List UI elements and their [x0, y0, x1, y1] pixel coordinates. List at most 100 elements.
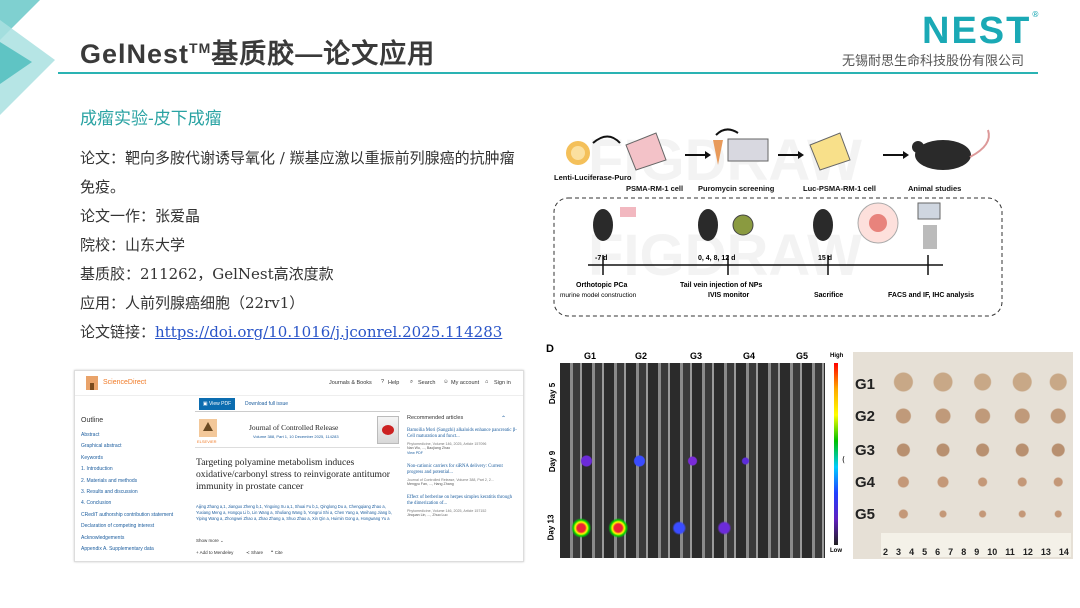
- sd-header-divider: [195, 447, 400, 448]
- nest-logo: NEST®: [922, 10, 1040, 52]
- sd-topbar: ScienceDirect Journals & Books ? Help ⌕ …: [75, 371, 523, 396]
- scheme-step2: PSMA-RM-1 cell: [626, 184, 683, 193]
- application: 应用：人前列腺癌细胞（22rv1）: [80, 294, 305, 312]
- mouse-icon: [912, 129, 990, 170]
- institution-icon: ⌂: [485, 379, 489, 385]
- group-label: G5: [855, 506, 876, 523]
- first-author: 论文一作：张爱晶: [80, 207, 201, 225]
- show-more-link[interactable]: Show more ⌄: [196, 538, 224, 543]
- scheme-label: IVIS monitor: [708, 292, 750, 299]
- sd-outline: Outline Abstract Graphical abstract Keyw…: [81, 417, 191, 557]
- plate-icon: [727, 138, 769, 162]
- paper-link[interactable]: https://doi.org/10.1016/j.jconrel.2025.1…: [155, 323, 503, 341]
- group-label: G2: [855, 408, 876, 425]
- outline-item[interactable]: Acknowledgements: [81, 534, 125, 541]
- paper-info: 论文：靶向多胺代谢诱导氧化 / 羰基应激以重振前列腺癌的抗肿瘤免疫。 论文一作：…: [80, 144, 520, 347]
- tumor-row: [889, 440, 1069, 460]
- sd-signin-link[interactable]: Sign in: [494, 380, 511, 386]
- mouse-icon: [698, 209, 718, 241]
- group-label: G1: [584, 351, 597, 361]
- outline-item[interactable]: 3. Results and discussion: [81, 488, 138, 495]
- sd-view-pdf-button[interactable]: ▣ View PDF: [199, 398, 235, 410]
- elsevier-logo-icon: [199, 419, 217, 437]
- group-label: G2: [635, 351, 648, 361]
- account-icon: ☺: [443, 379, 449, 385]
- paper-link-row: 论文链接：https://doi.org/10.1016/j.jconrel.2…: [80, 323, 503, 341]
- scheme-step1: Lenti-Luciferase-Puro: [554, 173, 632, 182]
- group-label: G4: [743, 351, 756, 361]
- time-label: 15 d: [818, 255, 832, 262]
- chevron-up-icon[interactable]: ⌃: [501, 416, 507, 422]
- instrument-icon: [917, 202, 941, 249]
- recommended-panel: Recommended articles ⌃ Bamoilia Mori (Sa…: [407, 415, 517, 517]
- outline-item[interactable]: Abstract: [81, 432, 100, 438]
- group-label: G1: [855, 376, 876, 393]
- sd-help-link[interactable]: Help: [388, 380, 400, 386]
- outline-item[interactable]: 2. Materials and methods: [81, 477, 138, 484]
- outline-item[interactable]: CRediT authorship contribution statement: [81, 511, 174, 518]
- flask-icon: [625, 132, 667, 171]
- ivis-signal: [560, 498, 825, 558]
- sciencedirect-screenshot: ScienceDirect Journals & Books ? Help ⌕ …: [74, 370, 524, 562]
- title-divider: [58, 72, 1038, 74]
- outline-item[interactable]: Appendix A. Supplementary data: [81, 545, 154, 552]
- outline-item[interactable]: 4. Conclusion: [81, 500, 112, 507]
- scale-high-label: High: [830, 353, 844, 359]
- journal-cover: [377, 416, 399, 444]
- cite-button[interactable]: ❞ Cite: [271, 550, 283, 555]
- recommended-item[interactable]: Effect of berberine on herpes simplex ke…: [407, 495, 513, 517]
- recommended-item[interactable]: Bamoilia Mori (Sangzhi) alkaloids enhanc…: [407, 428, 517, 455]
- company-name: 无锡耐思生命科技股份有限公司: [842, 54, 1025, 69]
- rec-view-pdf[interactable]: View PDF: [407, 451, 423, 455]
- tube-icon: [713, 140, 723, 165]
- publisher-name: ELSEVIER: [197, 439, 217, 444]
- sd-account-link[interactable]: My account: [451, 380, 480, 386]
- help-icon: ?: [381, 379, 385, 385]
- scale-char: (: [842, 455, 846, 464]
- tumor-row: [889, 504, 1069, 524]
- outline-item[interactable]: Declaration of competing interest: [81, 523, 155, 530]
- timeline-box: [553, 197, 1003, 317]
- add-mendeley-button[interactable]: + Add to Mendeley: [196, 550, 234, 555]
- section-title: 成瘤实验-皮下成瘤: [80, 109, 222, 129]
- recommended-item[interactable]: Non-cationic carriers for siRNA delivery…: [407, 464, 503, 486]
- journal-volume: Volume 388, Part 1, 10 December 2025, 11…: [253, 434, 339, 439]
- scheme-label: Orthotopic PCa: [576, 282, 627, 289]
- outline-item[interactable]: Graphical abstract: [81, 443, 122, 450]
- scheme-label: murine model construction: [560, 292, 637, 299]
- experimental-scheme: FIGDRAW FIGDRAW Lenti-Luciferase-Puro PS…: [553, 128, 1003, 317]
- scheme-step5: Animal studies: [908, 184, 961, 193]
- scheme-label: FACS and IF, IHC analysis: [888, 292, 974, 299]
- share-icon: ≺: [246, 550, 250, 555]
- quote-icon: ❞: [271, 550, 274, 555]
- nanoparticle-icon: [732, 214, 754, 236]
- ivis-imaging-panel: D G1 G2 G3 G4 G5 Day 5 Day 9 Day 13 High…: [546, 343, 849, 559]
- matrix-product: 基质胶：211262，GelNest高浓度款: [80, 265, 334, 283]
- sd-search-link[interactable]: Search: [418, 380, 436, 386]
- tumor-row: [889, 372, 1069, 392]
- day-label: Day 9: [548, 450, 558, 473]
- outline-item[interactable]: 1. Introduction: [81, 466, 113, 473]
- sd-journals-link[interactable]: Journals & Books: [329, 380, 372, 386]
- day-label: Day 5: [548, 382, 558, 405]
- outline-item[interactable]: Keywords: [81, 454, 103, 461]
- journal-name[interactable]: Journal of Controlled Release: [249, 423, 339, 432]
- scale-low-label: Low: [830, 548, 842, 554]
- syringe-icon: [620, 207, 636, 217]
- sd-download-link[interactable]: Download full issue: [245, 401, 289, 407]
- sd-brand[interactable]: ScienceDirect: [103, 379, 147, 386]
- time-label: 0, 4, 8, 12 d: [698, 255, 735, 262]
- chevron-down-icon: ⌄: [220, 538, 224, 543]
- scheme-label: Sacrifice: [814, 292, 843, 299]
- search-icon: ⌕: [410, 379, 414, 385]
- institution: 院校：山东大学: [80, 236, 186, 254]
- pdf-icon: ▣: [202, 401, 208, 407]
- tumor-row: [889, 472, 1069, 492]
- paper-title: 论文：靶向多胺代谢诱导氧化 / 羰基应激以重振前列腺癌的抗肿瘤免疫。: [80, 149, 515, 196]
- cells-icon: [857, 202, 899, 244]
- share-button[interactable]: ≺ Share: [246, 550, 264, 555]
- article-authors[interactable]: Aijing Zhang a,1, Jianguo Zheng b,1, Yin…: [196, 504, 392, 521]
- article-title: Targeting polyamine metabolism induces o…: [196, 457, 390, 492]
